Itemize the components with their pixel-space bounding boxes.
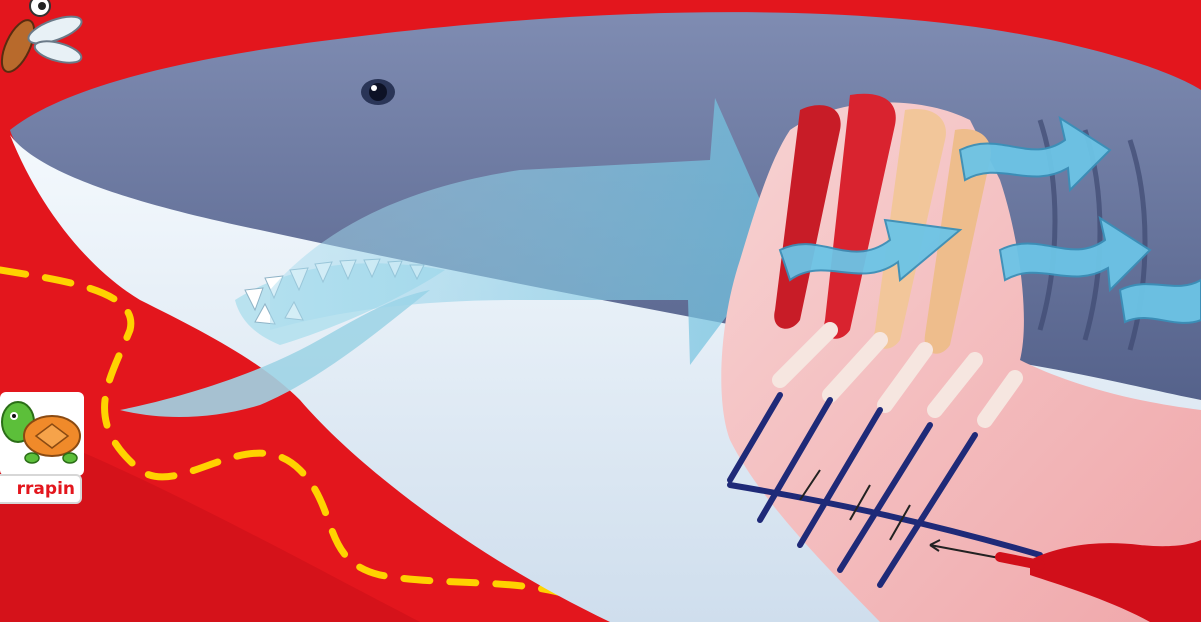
shark-eye <box>361 79 395 105</box>
turtle-icon <box>0 392 86 476</box>
badge-label: rrapin <box>0 474 82 504</box>
